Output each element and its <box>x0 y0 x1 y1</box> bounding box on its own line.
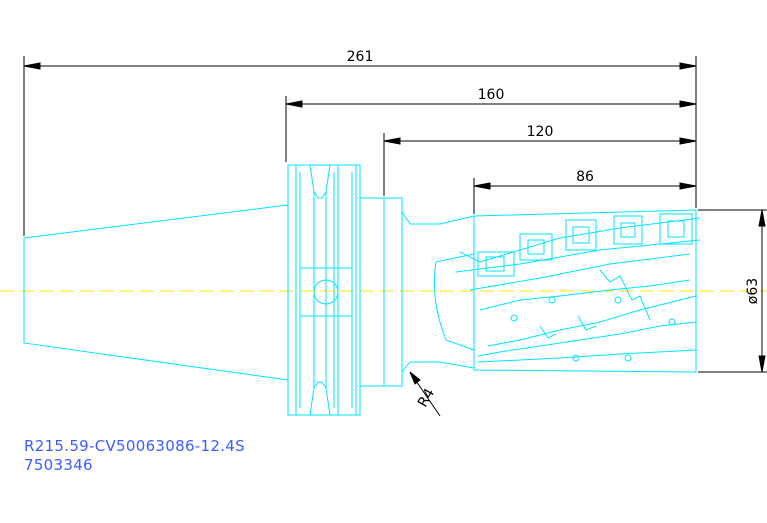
dim-length-a: 160 <box>478 87 505 103</box>
part-number: R215.59-CV50063086-12.4S <box>24 437 245 455</box>
item-code: 7503346 <box>24 456 93 474</box>
cutter-flutes <box>469 253 697 363</box>
dimension-lines <box>23 56 767 417</box>
cutter-inserts <box>455 213 701 277</box>
tool-holder-outline <box>23 164 697 416</box>
dim-overall-length: 261 <box>347 49 374 65</box>
dim-length-b: 120 <box>527 124 554 140</box>
dim-length-c: 86 <box>576 169 594 185</box>
dim-diameter: ø63 <box>745 278 761 304</box>
dim-radius: R4 <box>415 386 438 410</box>
